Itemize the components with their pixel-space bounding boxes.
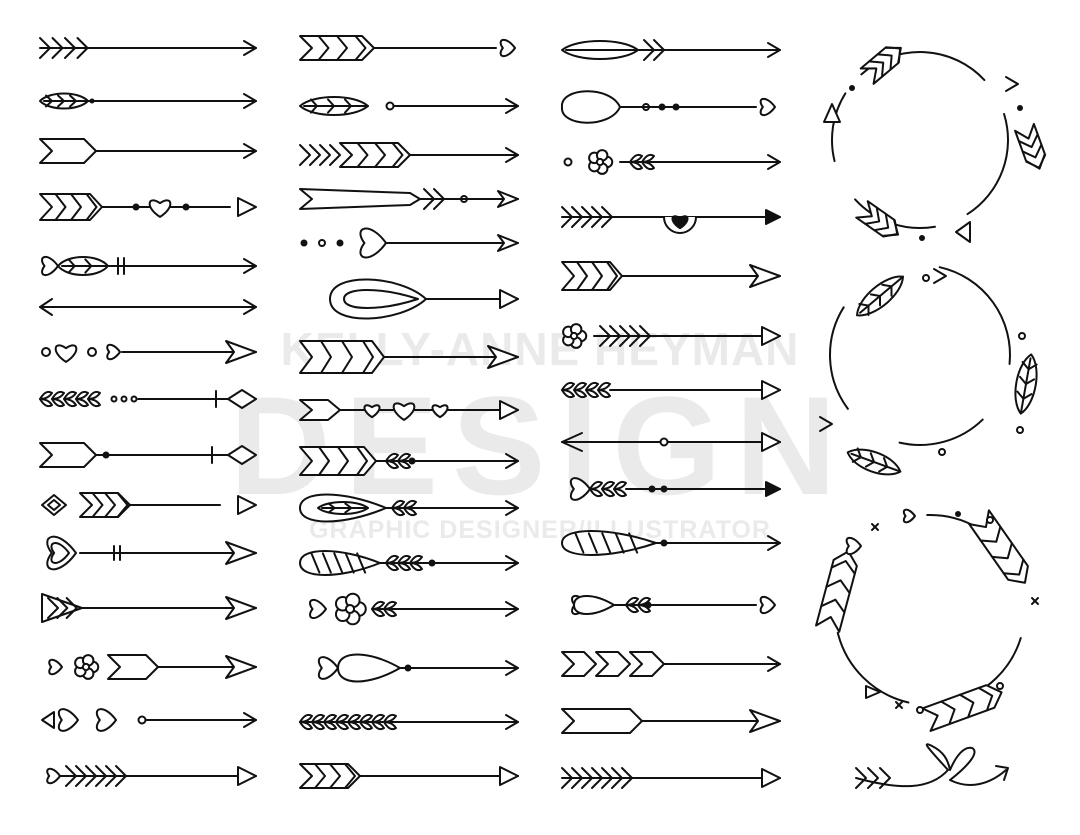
arrow-icon bbox=[39, 193, 257, 221]
arrow-icon bbox=[562, 323, 781, 349]
feather-icon bbox=[856, 275, 904, 317]
arrow-icon bbox=[561, 261, 781, 291]
arrow-icon bbox=[561, 432, 781, 452]
arrow-icon bbox=[300, 227, 519, 259]
arrow-icon bbox=[569, 477, 781, 501]
arrow-icon bbox=[317, 653, 519, 683]
arrow-icon bbox=[41, 708, 257, 732]
arrow-icon bbox=[299, 96, 519, 116]
arrow-icon bbox=[563, 149, 781, 175]
feather-icon bbox=[1014, 353, 1038, 415]
arrow-columns bbox=[39, 35, 781, 789]
arrow-icon bbox=[571, 595, 776, 615]
arrow-icon bbox=[39, 442, 257, 468]
arrow-icon bbox=[41, 492, 257, 518]
feather-icon bbox=[859, 46, 902, 85]
arrow-icon bbox=[329, 278, 519, 320]
arrow-icon bbox=[561, 206, 781, 234]
arrow-icon bbox=[46, 765, 257, 787]
arrow-icon bbox=[41, 593, 257, 623]
arrow-icon bbox=[41, 340, 257, 364]
arrow-icon bbox=[299, 763, 519, 789]
arrow-icon bbox=[299, 550, 519, 576]
arrow-icon bbox=[46, 535, 257, 571]
arrow-icon bbox=[299, 713, 519, 731]
arrow-icon bbox=[39, 37, 257, 59]
arrow-icon bbox=[309, 592, 519, 626]
arrow-icon bbox=[561, 708, 781, 734]
arrow-icon bbox=[39, 138, 257, 164]
arrow-icon bbox=[299, 35, 516, 61]
arrow-icon bbox=[561, 651, 781, 677]
column-2 bbox=[299, 35, 519, 789]
arrow-icon bbox=[39, 389, 257, 409]
arrow-icon bbox=[39, 298, 257, 316]
arrow-icon bbox=[561, 380, 781, 400]
arrow-icon bbox=[48, 654, 257, 680]
feather-icon bbox=[855, 200, 900, 238]
feather-wreath-middle bbox=[819, 266, 1038, 476]
arrow-icon bbox=[299, 446, 519, 476]
column-3 bbox=[560, 39, 781, 789]
feather-icon bbox=[815, 550, 858, 633]
feather-icon bbox=[846, 447, 902, 476]
feather-icon bbox=[1014, 122, 1047, 170]
arrow-icon bbox=[41, 256, 257, 276]
arrow-wreath-top bbox=[823, 46, 1047, 243]
heart-loop-arrow-icon bbox=[855, 743, 1009, 789]
feather-wreath-bottom bbox=[815, 508, 1039, 732]
column-1 bbox=[39, 37, 257, 787]
arrow-icon bbox=[39, 92, 257, 110]
arrow-wreaths bbox=[815, 46, 1047, 732]
arrow-icon bbox=[561, 530, 781, 556]
feather-icon bbox=[968, 509, 1029, 584]
arrow-icon bbox=[561, 39, 781, 61]
heart-loop-arrow bbox=[855, 743, 1009, 789]
arrow-icon bbox=[299, 399, 519, 421]
arrow-icon bbox=[299, 493, 519, 523]
arrow-icon bbox=[299, 188, 519, 210]
feather-icon bbox=[921, 684, 1003, 732]
arrow-icon bbox=[299, 142, 519, 168]
arrow-icon bbox=[299, 340, 519, 374]
arrow-icon bbox=[561, 767, 781, 789]
arrow-icon bbox=[560, 90, 776, 124]
